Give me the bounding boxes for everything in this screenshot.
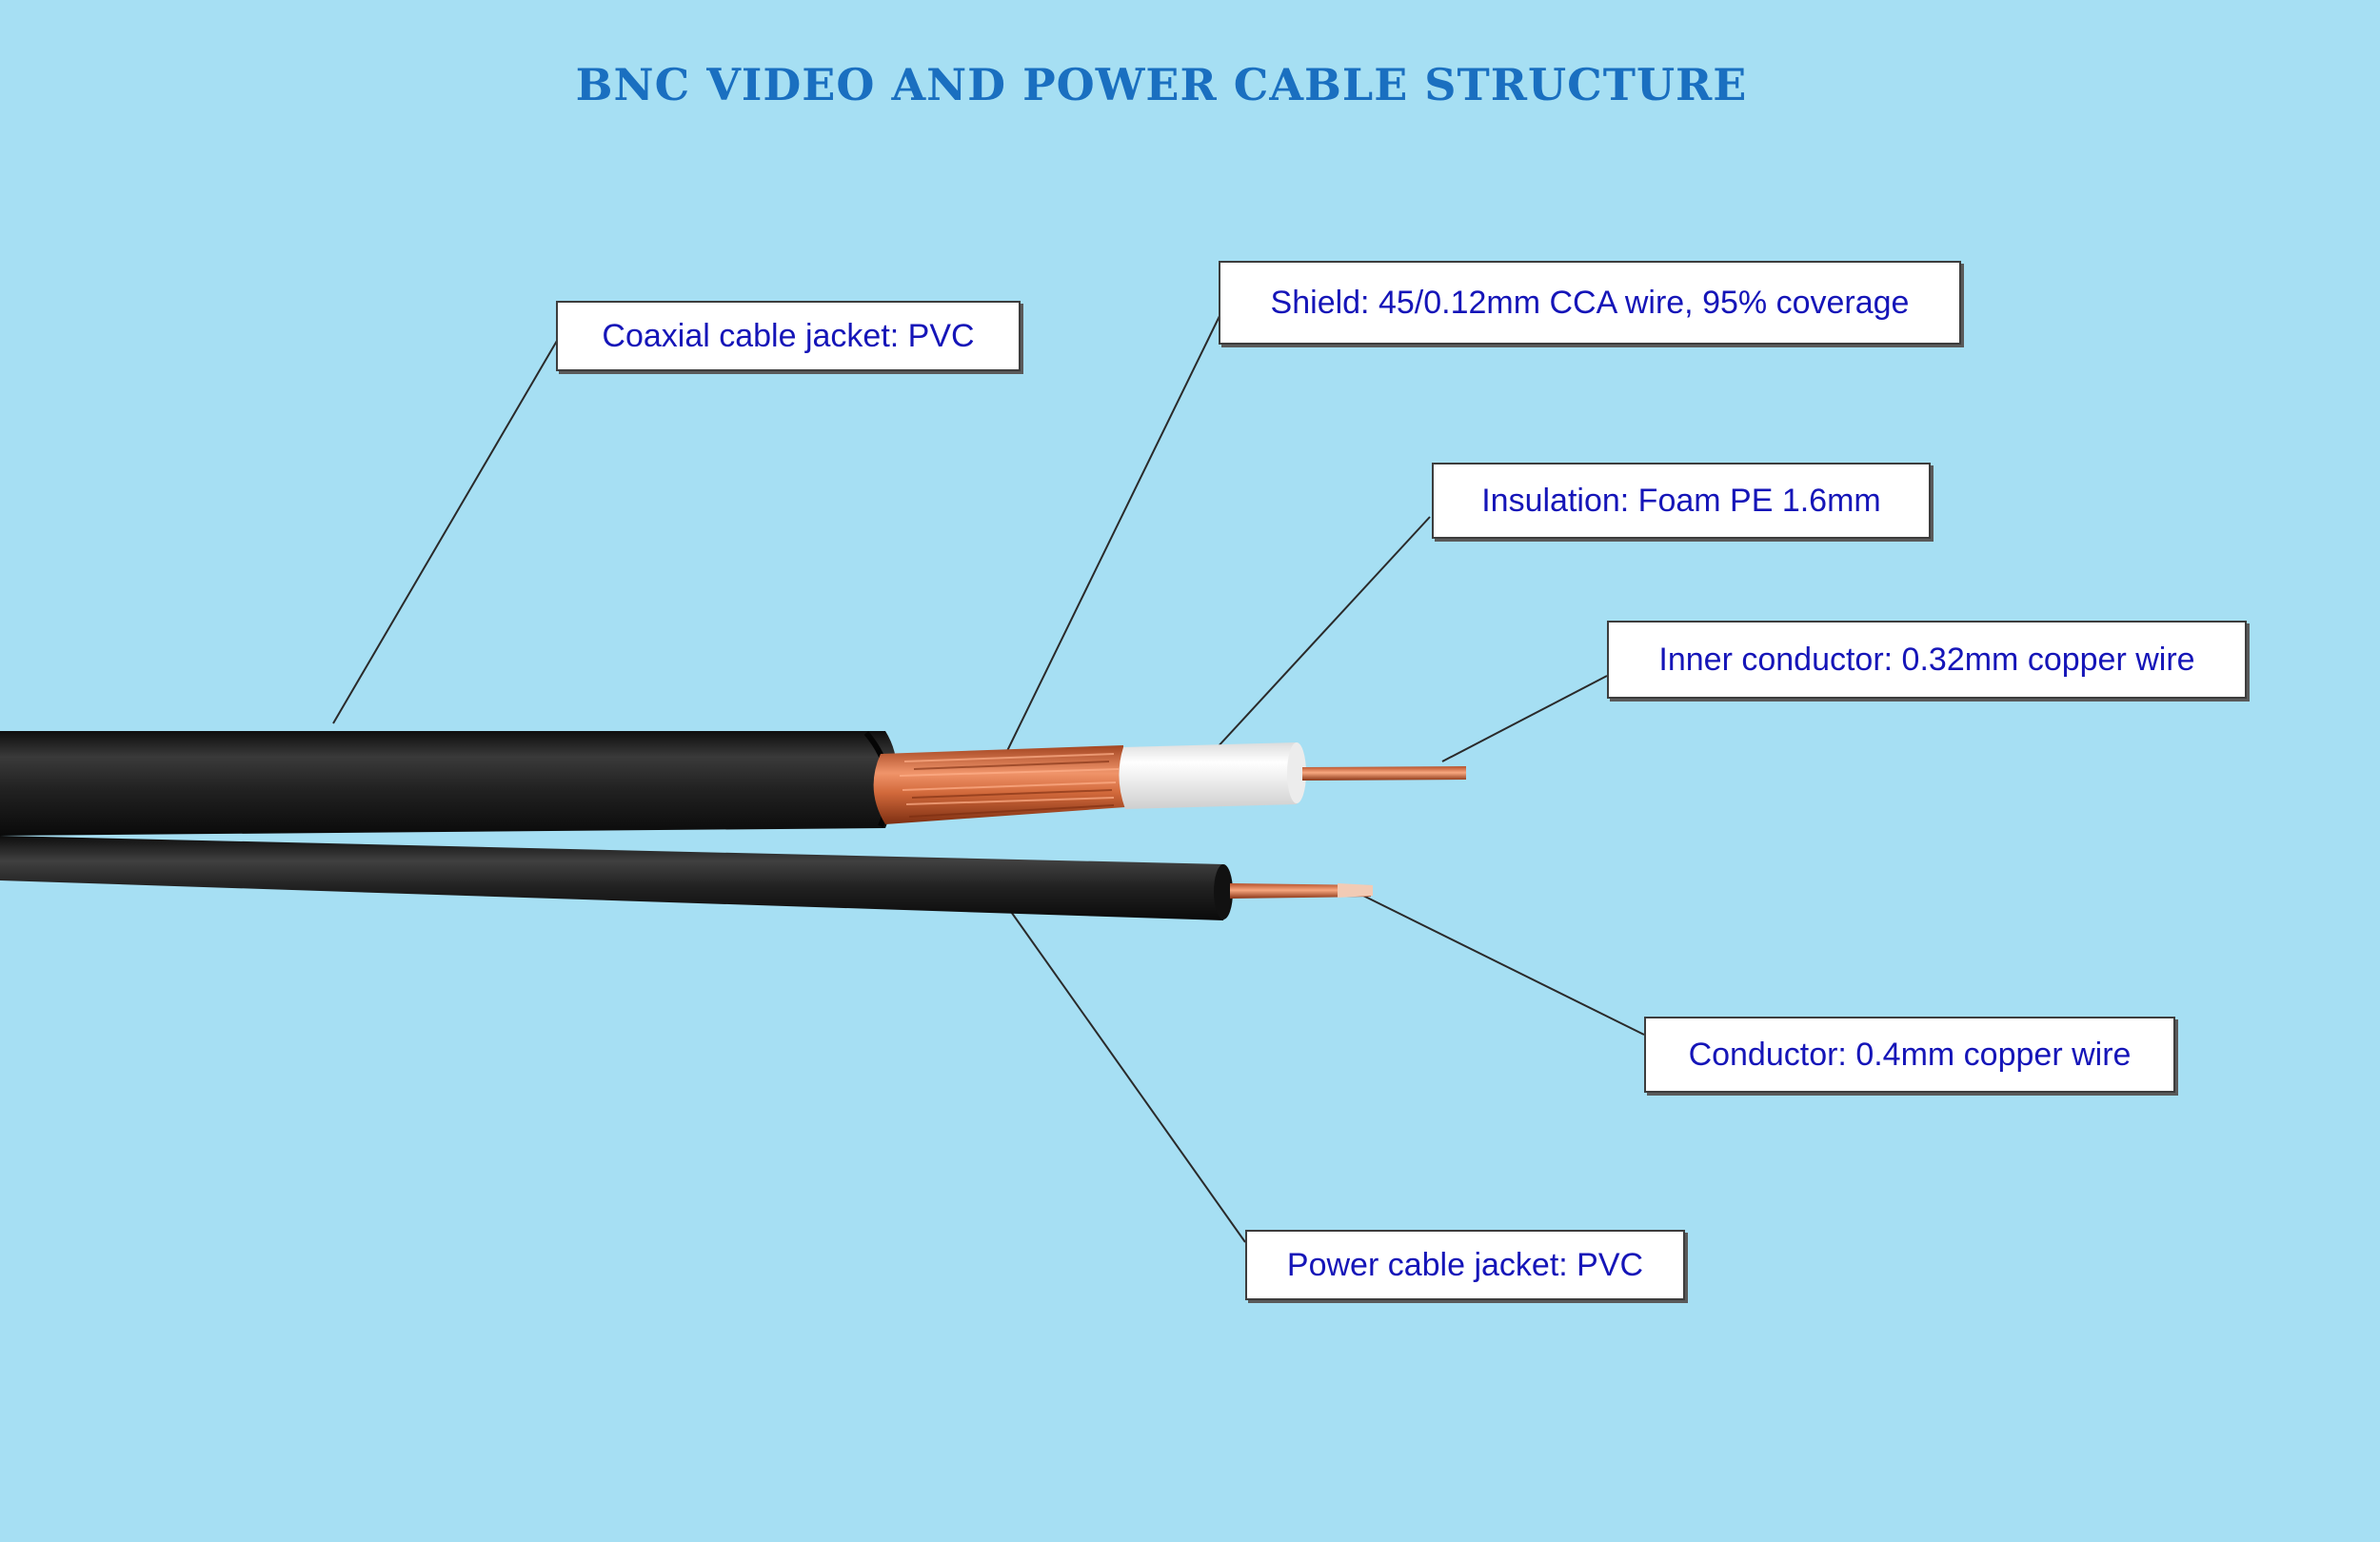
- label-conductor: Conductor: 0.4mm copper wire: [1644, 1017, 2175, 1093]
- foam-insulation: [1119, 742, 1304, 809]
- power-cable: [0, 836, 1373, 920]
- label-coax-jacket: Coaxial cable jacket: PVC: [556, 301, 1021, 371]
- diagram-title: BNC VIDEO AND POWER CABLE STRUCTURE: [575, 59, 1748, 110]
- label-shield: Shield: 45/0.12mm CCA wire, 95% coverage: [1219, 261, 1961, 345]
- label-inner-conductor: Inner conductor: 0.32mm copper wire: [1607, 621, 2247, 699]
- shield-braid: [873, 745, 1125, 824]
- power-conductor-wire: [1230, 883, 1371, 899]
- coaxial-cable: [0, 731, 1466, 836]
- leader-insulation: [1203, 516, 1431, 762]
- label-insulation: Insulation: Foam PE 1.6mm: [1432, 463, 1931, 539]
- inner-conductor-wire: [1302, 766, 1466, 781]
- leader-power-jacket: [1008, 908, 1246, 1243]
- label-power-jacket: Power cable jacket: PVC: [1245, 1230, 1685, 1300]
- leader-lines: [332, 313, 1645, 1243]
- leader-conductor: [1351, 889, 1645, 1036]
- leader-shield: [1003, 313, 1221, 758]
- leader-inner-conductor: [1441, 675, 1608, 762]
- leader-coax-jacket: [332, 340, 558, 724]
